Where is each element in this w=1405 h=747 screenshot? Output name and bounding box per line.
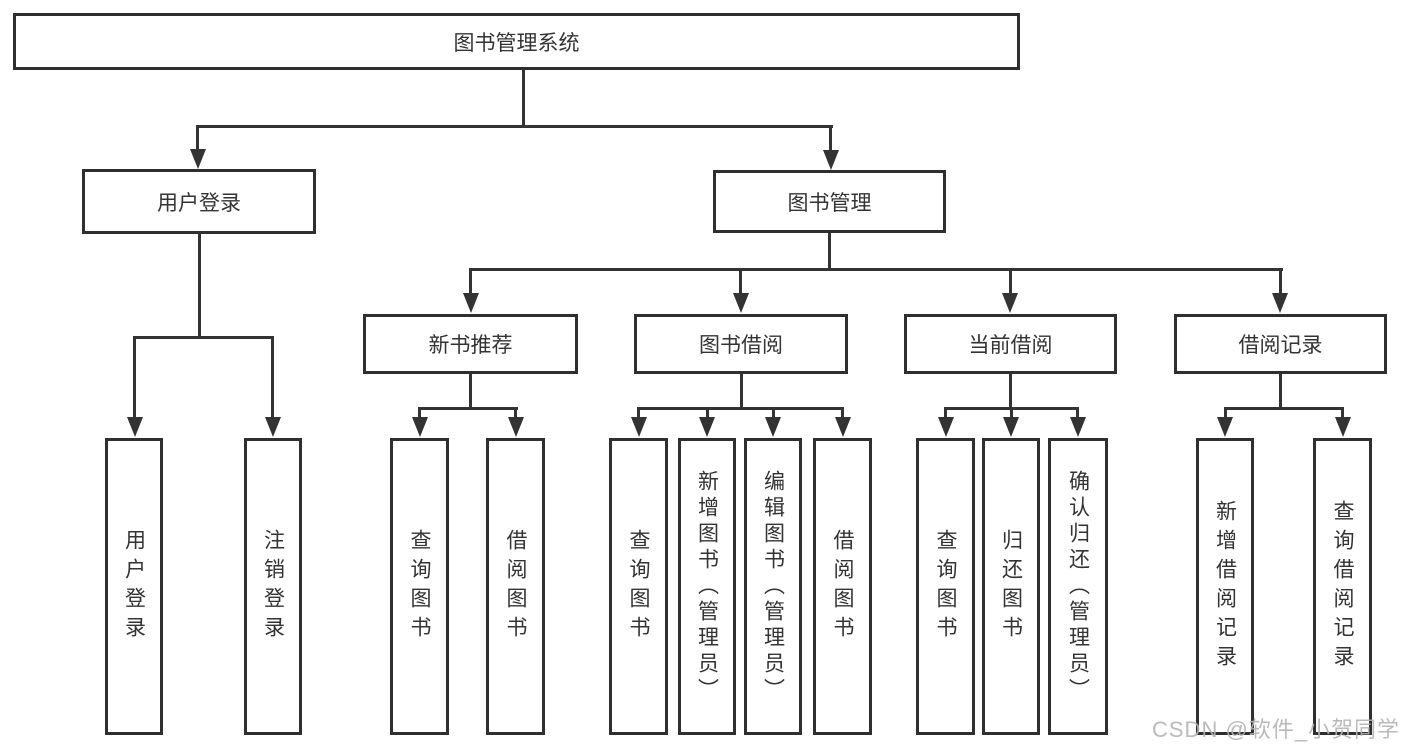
arrowhead-return-book: [1003, 417, 1019, 437]
node-borrowing-records: 借阅记录: [1174, 314, 1387, 374]
connector-to-add-book-admin: [706, 407, 709, 420]
connector-to-query-borrow-record: [1341, 407, 1344, 420]
arrowhead-confirm-return-admin: [1070, 417, 1086, 437]
node-query-books-2: 查询图书: [609, 438, 668, 735]
arrowhead-book-management: [823, 150, 839, 170]
arrowhead-edit-book-admin: [765, 417, 781, 437]
connector-book-borrowing-stem: [740, 374, 743, 410]
connector-book-borrowing-rail: [637, 407, 843, 410]
node-query-borrow-record-label: 查询借阅记录: [1331, 499, 1354, 674]
node-logout: 注销登录: [244, 438, 302, 735]
connector-to-login: [133, 336, 136, 418]
node-query-books-3: 查询图书: [916, 438, 975, 735]
node-query-books-1-label: 查询图书: [408, 528, 431, 645]
connector-to-confirm-return-admin: [1076, 407, 1079, 420]
arrowhead-borrowing-records: [1272, 293, 1288, 313]
node-query-books-2-label: 查询图书: [627, 528, 650, 645]
node-query-borrow-record: 查询借阅记录: [1313, 438, 1372, 735]
node-add-book-admin: 新增图书（管理员）: [678, 438, 736, 735]
arrowhead-query-books-3: [938, 417, 954, 437]
arrowhead-current-borrowing: [1002, 293, 1018, 313]
node-current-borrowing: 当前借阅: [904, 314, 1117, 374]
node-login-label: 用户登录: [122, 528, 146, 645]
node-query-books-1: 查询图书: [390, 438, 449, 735]
connector-to-new-book-recommend: [469, 268, 472, 296]
connector-to-edit-book-admin: [772, 407, 775, 420]
connector-to-query-books-2: [637, 407, 640, 420]
arrowhead-query-books-1: [412, 417, 428, 437]
node-borrow-book-2-label: 借阅图书: [831, 528, 854, 645]
node-book-management: 图书管理: [713, 170, 946, 233]
connector-to-query-books-1: [418, 407, 421, 420]
connector-to-query-books-3: [944, 407, 947, 420]
arrowhead-book-borrowing: [733, 293, 749, 313]
connector-to-add-borrow-record: [1224, 407, 1227, 420]
csdn-watermark: CSDN @软件_小贺同学: [1152, 717, 1401, 742]
connector-user-login-stem: [198, 234, 201, 339]
connector-to-book-management: [829, 125, 832, 152]
node-book-management-label: 图书管理: [787, 191, 872, 215]
connector-to-logout: [271, 336, 274, 418]
connector-to-borrow-book-2: [841, 407, 844, 420]
node-add-borrow-record: 新增借阅记录: [1196, 438, 1254, 735]
arrowhead-borrow-book-1: [508, 417, 524, 437]
connector-to-current-borrowing: [1009, 268, 1012, 296]
arrowhead-add-book-admin: [699, 417, 715, 437]
node-user-login: 用户登录: [82, 169, 316, 234]
node-edit-book-admin-label: 编辑图书（管理员）: [761, 469, 785, 704]
node-return-book-label: 归还图书: [999, 528, 1023, 645]
node-add-book-admin-label: 新增图书（管理员）: [695, 469, 719, 704]
connector-to-user-login: [196, 125, 199, 151]
connector-new-book-recommend-stem: [469, 374, 472, 410]
node-confirm-return-admin-label: 确认归还（管理员）: [1066, 469, 1090, 704]
node-user-login-label: 用户登录: [157, 191, 241, 215]
arrowhead-logout: [265, 417, 281, 437]
arrowhead-add-borrow-record: [1217, 417, 1233, 437]
connector-root-stem: [522, 70, 525, 127]
node-root: 图书管理系统: [13, 13, 1020, 70]
connector-user-login-rail: [133, 336, 274, 339]
arrowhead-borrow-book-2: [835, 417, 851, 437]
node-logout-label: 注销登录: [261, 528, 285, 645]
connector-book-management-rail: [469, 268, 1283, 271]
node-borrow-book-1-label: 借阅图书: [504, 528, 527, 645]
connector-root-rail: [197, 125, 833, 128]
connector-new-book-recommend-rail: [418, 407, 518, 410]
node-new-book-recommend-label: 新书推荐: [428, 334, 513, 357]
connector-borrowing-records-rail: [1224, 407, 1343, 410]
node-book-borrowing-label: 图书借阅: [699, 334, 783, 357]
node-root-label: 图书管理系统: [453, 31, 580, 55]
node-current-borrowing-label: 当前借阅: [968, 334, 1053, 357]
arrowhead-new-book-recommend: [463, 293, 479, 313]
node-book-borrowing: 图书借阅: [634, 314, 848, 374]
node-login: 用户登录: [105, 438, 163, 735]
connector-to-borrowing-records: [1279, 268, 1282, 296]
arrowhead-query-borrow-record: [1335, 417, 1351, 437]
arrowhead-login: [127, 417, 143, 437]
arrowhead-user-login: [190, 149, 206, 169]
node-borrow-book-2: 借阅图书: [813, 438, 872, 735]
connector-borrowing-records-stem: [1279, 374, 1282, 410]
connector-current-borrowing-stem: [1009, 374, 1012, 410]
connector-book-management-stem: [828, 233, 831, 271]
node-borrow-book-1: 借阅图书: [486, 438, 545, 735]
node-new-book-recommend: 新书推荐: [363, 314, 578, 374]
connector-to-book-borrowing: [739, 268, 742, 296]
node-add-borrow-record-label: 新增借阅记录: [1213, 499, 1237, 674]
node-return-book: 归还图书: [982, 438, 1040, 735]
connector-to-borrow-book-1: [514, 407, 517, 420]
connector-to-return-book: [1010, 407, 1013, 420]
arrowhead-query-books-2: [631, 417, 647, 437]
node-query-books-3-label: 查询图书: [934, 528, 957, 645]
node-borrowing-records-label: 借阅记录: [1238, 334, 1323, 357]
node-edit-book-admin: 编辑图书（管理员）: [744, 438, 802, 735]
node-confirm-return-admin: 确认归还（管理员）: [1048, 438, 1108, 735]
